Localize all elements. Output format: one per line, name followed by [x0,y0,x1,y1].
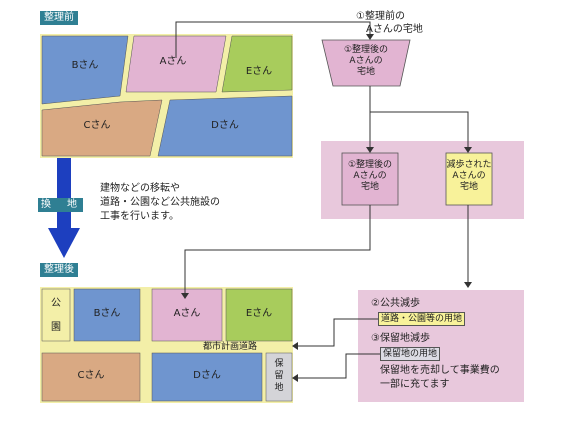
original-caption-line: Aさんの宅地 [366,24,423,35]
process-description-line: 工事を行います。 [100,211,179,222]
original-caption: ①整理前の Aさんの宅地 [356,10,486,36]
after-lot-e [225,288,293,342]
after-lot-c [41,352,141,402]
after-tag: 整理後 [40,263,78,277]
result-right-line: 宅地 [459,182,478,192]
public-value: 道路・公園等の用地 [378,312,466,326]
before-lot-c [41,99,163,157]
process-arrow-head [48,228,80,258]
before-lot-e [221,35,293,93]
result-left-line: Aさんの [353,171,387,181]
before-lot-c-label: Cさん [83,120,111,131]
after-lot-d-label: Dさん [193,370,221,381]
before-lot-d-label: Dさん [211,120,239,131]
reserve-note: 保留地を売却して事業費の 一部に充てます [380,364,520,392]
original-caption-line: ①整理前の [356,11,405,22]
legend-panel [358,290,524,402]
reserve-lot [265,352,293,402]
reserve-title: ③保留地減歩 [371,333,430,344]
process-arrow-shaft [57,158,71,230]
after-lot-b [73,288,141,342]
result-left-text: ①整理後の Aさんの 宅地 [342,160,398,193]
after-lot-e-label: Eさん [245,308,273,319]
public-title: ②公共減歩 [371,298,420,309]
reserve-label-char: 保 [274,359,284,369]
reserve-label-char: 留 [274,371,284,381]
after-lot-a-label: Aさん [173,308,201,319]
before-lot-d [157,95,293,157]
reserve-note-line: 保留地を売却して事業費の [380,365,500,376]
reserve-value: 保留地の用地 [380,347,441,361]
after-map [40,287,293,403]
connector-result-to-after-a [184,205,371,297]
original-a-trapezoid [321,39,411,87]
trapezoid-text-line: ①整理後の [343,45,389,55]
reserve-label: 保 留 地 [266,358,292,394]
after-lot-d [151,352,263,402]
before-tag: 整理前 [40,11,78,25]
park-lot [41,288,71,342]
park-label-char: 園 [51,322,61,333]
park-label-char: 公 [51,298,61,309]
result-right-text: 減歩された Aさんの 宅地 [446,160,492,193]
connector-before-to-trapezoid [175,21,371,58]
after-lot-c-label: Cさん [77,370,105,381]
result-left-line: ①整理後の [347,160,393,170]
result-right-line: 減歩された [446,160,492,170]
process-description: 建物などの移転や 道路・公園など公共施設の 工事を行います。 [100,182,260,224]
before-map [40,34,293,158]
after-lot-a [151,288,223,342]
result-right-box [445,152,493,206]
process-description-line: 建物などの移転や [100,183,180,194]
result-left-line: 宅地 [360,182,379,192]
result-left-box [341,152,399,206]
before-lot-b [41,35,129,105]
trapezoid-text-line: 宅地 [356,67,375,77]
road-label: 都市計画道路 [202,342,257,352]
trapezoid-text: ①整理後の Aさんの 宅地 [336,45,396,78]
reserve-note-line: 一部に充てます [380,379,450,390]
connector-split-right [370,111,469,151]
connector-public-to-road [296,318,378,347]
before-lot-e-label: Eさん [245,66,273,77]
before-lot-a [125,35,227,93]
park-label: 公 園 [44,298,68,334]
trapezoid-text-line: Aさんの [349,56,383,66]
after-lot-b-label: Bさん [93,308,121,319]
connector-reserve-to-lot [296,353,380,379]
process-step-tag: 換 地 [38,198,83,212]
before-lot-b-label: Bさん [71,60,99,71]
process-description-line: 道路・公園など公共施設の [100,197,220,208]
before-lot-a-label: Aさん [159,56,187,67]
reserve-label-char: 地 [274,383,284,393]
result-right-line: Aさんの [452,171,486,181]
